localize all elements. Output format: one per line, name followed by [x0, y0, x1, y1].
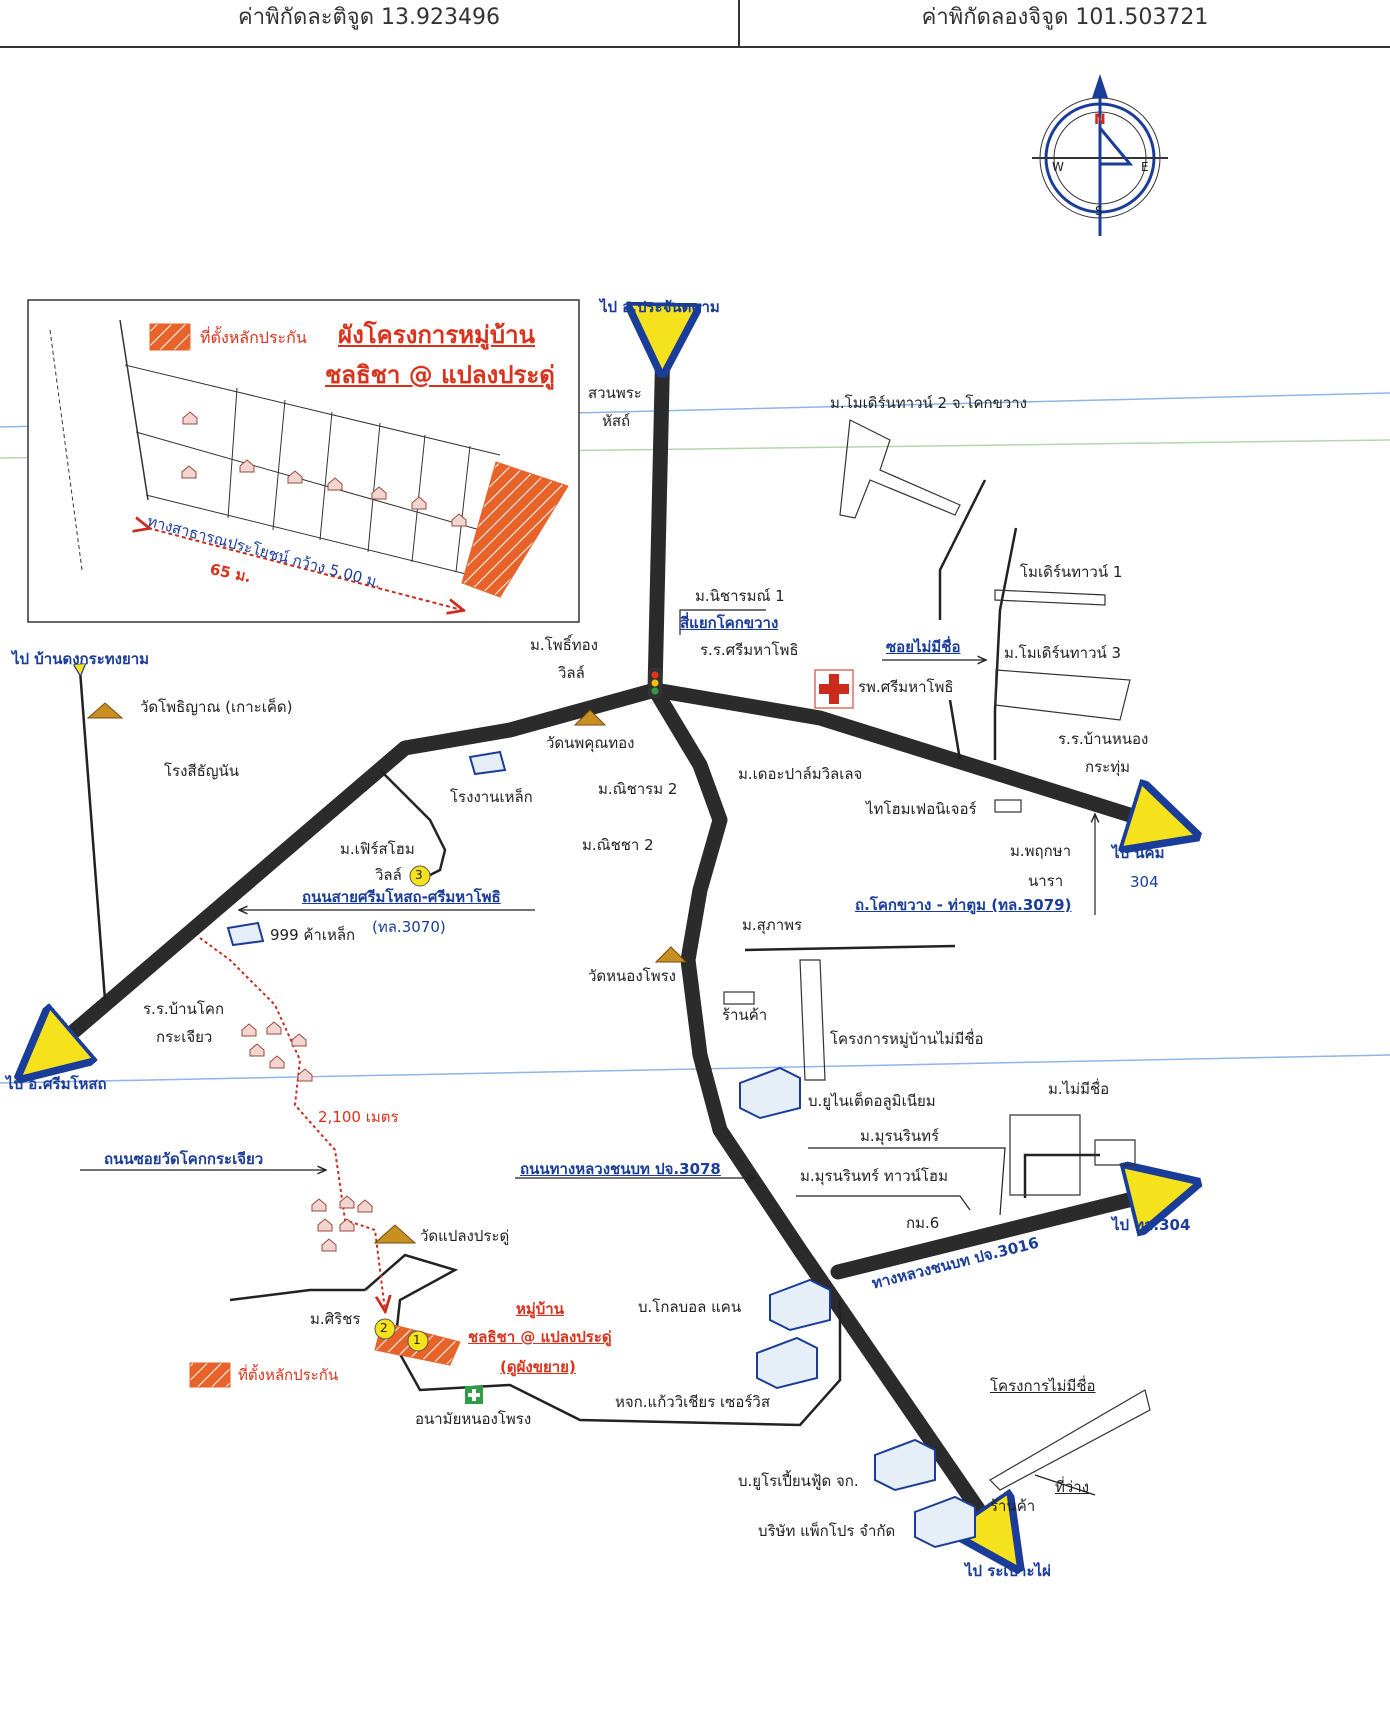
- label-to-prachantakham: ไป อ.ประจันตคาม: [600, 298, 720, 316]
- compass-e: E: [1141, 160, 1149, 174]
- label-project-nameless: โครงการหมู่บ้านไม่มีชื่อ: [830, 1030, 984, 1048]
- label-to-nikhom: ไป นิคม: [1112, 844, 1165, 862]
- label-rr-bankhok-1: ร.ร.บ้านโคก: [143, 1000, 225, 1018]
- label-nicharm-1: ม.นิชารมณ์ 1: [695, 587, 785, 605]
- label-collateral: ที่ตั้งหลักประกัน: [238, 1366, 339, 1384]
- label-nikhom-304: 304: [1130, 873, 1159, 891]
- label-wat-plaeng-pradu: วัดแปลงประดู่: [420, 1227, 510, 1245]
- label-modern-town-3: ม.โมเดิร์นทาวน์ 3: [1004, 644, 1122, 662]
- label-phrueksa-1: ม.พฤกษา: [1010, 842, 1072, 860]
- label-soi-wat-khok: ถนนซอยวัดโคกกระเจียว: [104, 1150, 264, 1168]
- label-nicha-2: ม.ณิชชา 2: [582, 836, 654, 854]
- coordinates-header: ค่าพิกัดละติจูด 13.923496 ค่าพิกัดลองจิจ…: [0, 0, 1390, 48]
- label-rr-bannong-1: ร.ร.บ้านหนอง: [1058, 730, 1149, 748]
- label-road-3070-num: (ทล.3070): [372, 918, 446, 936]
- label-anamai: อนามัยหนองโพรง: [415, 1410, 532, 1428]
- label-siyaek-khokkhwang: สี่แยกโคกขวาง: [680, 614, 779, 632]
- label-project-name-1: หมู่บ้าน: [516, 1300, 564, 1318]
- label-rongngan-lek: โรงงานเหล็ก: [450, 788, 533, 806]
- label-packpro: บริษัท แพ็กโปร จำกัด: [758, 1522, 896, 1540]
- label-suan-phra: สวนพระ: [588, 384, 642, 402]
- compass-w: W: [1052, 160, 1064, 174]
- label-supaporn: ม.สุภาพร: [742, 916, 803, 934]
- label-wat-nopkhunthong: วัดนพคุณทอง: [546, 734, 635, 752]
- minor-roads: [80, 479, 1100, 1427]
- label-to-rabob: ไป ระเบาะไผ่: [965, 1562, 1051, 1580]
- label-kalek-999: 999 ค้าเหล็ก: [270, 926, 356, 944]
- label-m-munin-townhome: ม.มุรนรินทร์ ทาวน์โฮม: [800, 1167, 948, 1185]
- label-nicharm-2: ม.ณิชารม 2: [598, 780, 678, 798]
- label-modern-town-2: ม.โมเดิร์นทาวน์ 2 จ.โคกขวาง: [830, 394, 1027, 412]
- latitude-value: ค่าพิกัดละติจูด 13.923496: [0, 0, 740, 46]
- main-roads: [45, 340, 1165, 1541]
- label-project-name-3: (ดูผังขยาย): [500, 1358, 576, 1376]
- label-modern-town-1: โมเดิร์นทาวน์ 1: [1020, 563, 1123, 581]
- housing-plots: [723, 419, 1151, 1491]
- traffic-light-icon: [648, 668, 662, 698]
- label-thi-wang: ที่ว่าง: [1055, 1478, 1090, 1496]
- temple-icons: [86, 702, 688, 1244]
- label-the-palm-ville: ม.เดอะปาล์มวิลเลจ: [738, 765, 863, 783]
- label-to-304: ไป ทล.304: [1112, 1216, 1191, 1234]
- label-project-name-2: ชลธิชา @ แปลงประดู่: [468, 1328, 612, 1346]
- label-hospital: รพ.ศรีมหาโพธิ: [858, 678, 954, 696]
- house-icons: [181, 411, 467, 1252]
- label-mophothong-1: ม.โพธิ์ทอง: [530, 636, 598, 654]
- label-distance-2100: 2,100 เมตร: [318, 1108, 399, 1126]
- hospital-icon: [814, 669, 854, 709]
- label-hatai: หัสถ์: [602, 412, 631, 430]
- collateral-plot: [189, 865, 461, 1388]
- inset-legend-label: ที่ตั้งหลักประกัน: [200, 328, 307, 347]
- label-soi-maimichue: ซอยไม่มีชื่อ: [886, 638, 961, 656]
- label-mophothong-2: วิลล์: [558, 664, 585, 682]
- label-phrueksa-2: นารา: [1028, 872, 1064, 890]
- label-first-home-1: ม.เฟิร์สโฮม: [340, 840, 415, 858]
- label-road-3079: ถ.โคกขวาง - ท่าตูม (ทล.3079): [855, 896, 1072, 914]
- label-rongsi-thanyan: โรงสีธัญนัน: [164, 762, 240, 780]
- label-wat-phothiyan: วัดโพธิญาณ (เกาะเค็ด): [140, 698, 293, 716]
- label-rr-bannong-2: กระทุ่ม: [1085, 758, 1130, 776]
- label-ran-ka-1: ร้านค้า: [722, 1006, 768, 1024]
- label-unitech: บ.ยูไนเต็ดอลูมิเนียม: [808, 1092, 936, 1110]
- label-rr-srimahaphot: ร.ร.ศรีมหาโพธิ: [700, 641, 799, 659]
- label-wat-nongphrong: วัดหนองโพรง: [588, 967, 676, 985]
- label-m-munin: ม.มุรนรินทร์: [860, 1127, 940, 1145]
- label-project-maimichue: โครงการไม่มีชื่อ: [990, 1377, 1096, 1395]
- label-road-3070-name: ถนนสายศรีมโหสถ-ศรีมหาโพธิ: [302, 888, 501, 906]
- marker-2: 2: [380, 1321, 388, 1335]
- clinic-icon: [465, 1386, 483, 1404]
- label-first-home-2: วิลล์: [375, 866, 402, 884]
- label-m-maimichue: ม.ไม่มีชื่อ: [1048, 1080, 1110, 1098]
- route-to-project: [199, 937, 385, 1310]
- compass-s: S: [1095, 204, 1103, 218]
- label-golf-ball: บ.โกลบอล แคน: [638, 1298, 742, 1316]
- label-thaihome-furniture: ไทโฮมเฟอนิเจอร์: [866, 800, 977, 818]
- marker-3: 3: [415, 868, 423, 882]
- label-km6: กม.6: [906, 1214, 940, 1232]
- inset-plan: [27, 299, 580, 623]
- label-rr-bankhok-2: กระเจียว: [156, 1028, 213, 1046]
- label-to-srimahosot: ไป อ.ศรีมโหสถ: [6, 1075, 107, 1093]
- compass-rose: [1032, 74, 1168, 236]
- compass-n: N: [1094, 112, 1106, 128]
- label-hjk-glass: หจก.แก้ววิเชียร เซอร์วิส: [615, 1393, 770, 1411]
- pointer-arrows: [80, 609, 1095, 1496]
- label-ran-ka-2: ร้านค้า: [990, 1497, 1036, 1515]
- factory-icons: [226, 750, 976, 1549]
- label-m-sirich: ม.ศิริชร: [310, 1310, 361, 1328]
- label-road-3078: ถนนทางหลวงชนบท ปจ.3078: [520, 1160, 721, 1178]
- label-eurofood: บ.ยูโรเปี้ยนฟู้ด จก.: [738, 1472, 859, 1490]
- longitude-value: ค่าพิกัดลองจิจูด 101.503721: [921, 5, 1209, 30]
- inset-title-line1: ผังโครงการหมู่บ้าน: [338, 321, 535, 349]
- inset-title-line2: ชลธิชา @ แปลงประดู่: [325, 361, 555, 389]
- label-to-ban-dongkrathong: ไป บ้านดงกระทงยาม: [12, 650, 150, 668]
- marker-1: 1: [413, 1333, 421, 1347]
